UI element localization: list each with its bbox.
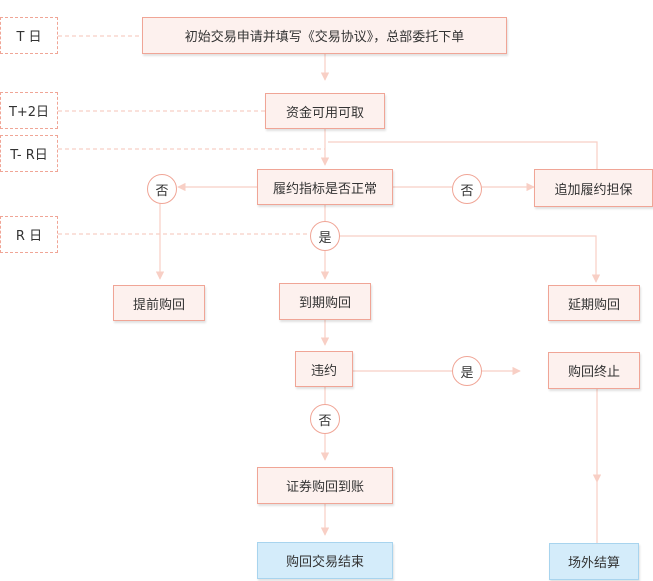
- arrow-add-back-to-check: [328, 141, 598, 169]
- decision-yes-check: 是: [310, 221, 340, 251]
- node-transaction-end: 购回交易结束: [257, 542, 393, 579]
- node-funds-available: 资金可用可取: [265, 93, 385, 129]
- decision-no-early: 否: [147, 174, 177, 204]
- day-label-t2: T+2日: [0, 92, 58, 129]
- arrow-yes-to-extend: [340, 235, 601, 283]
- decision-no-collateral: 否: [452, 174, 482, 204]
- node-offsite-settlement: 场外结算: [549, 543, 639, 580]
- node-performance-check: 履约指标是否正常: [257, 169, 393, 205]
- day-label-tr: T- R日: [0, 135, 58, 172]
- node-securities-returned: 证券购回到账: [257, 467, 393, 504]
- decision-yes-default: 是: [452, 356, 482, 386]
- node-default: 违约: [295, 351, 353, 387]
- node-due-repurchase: 到期购回: [279, 283, 371, 320]
- node-add-collateral: 追加履约担保: [534, 169, 653, 207]
- node-repurchase-terminated: 购回终止: [548, 352, 640, 389]
- node-extended-repurchase: 延期购回: [548, 285, 640, 321]
- day-label-t: T 日: [0, 17, 58, 54]
- decision-no-default: 否: [310, 404, 340, 434]
- node-initial-application: 初始交易申请并填写《交易协议》，总部委托下单: [142, 17, 507, 54]
- day-label-r: R 日: [0, 216, 58, 253]
- node-early-repurchase: 提前购回: [113, 285, 205, 321]
